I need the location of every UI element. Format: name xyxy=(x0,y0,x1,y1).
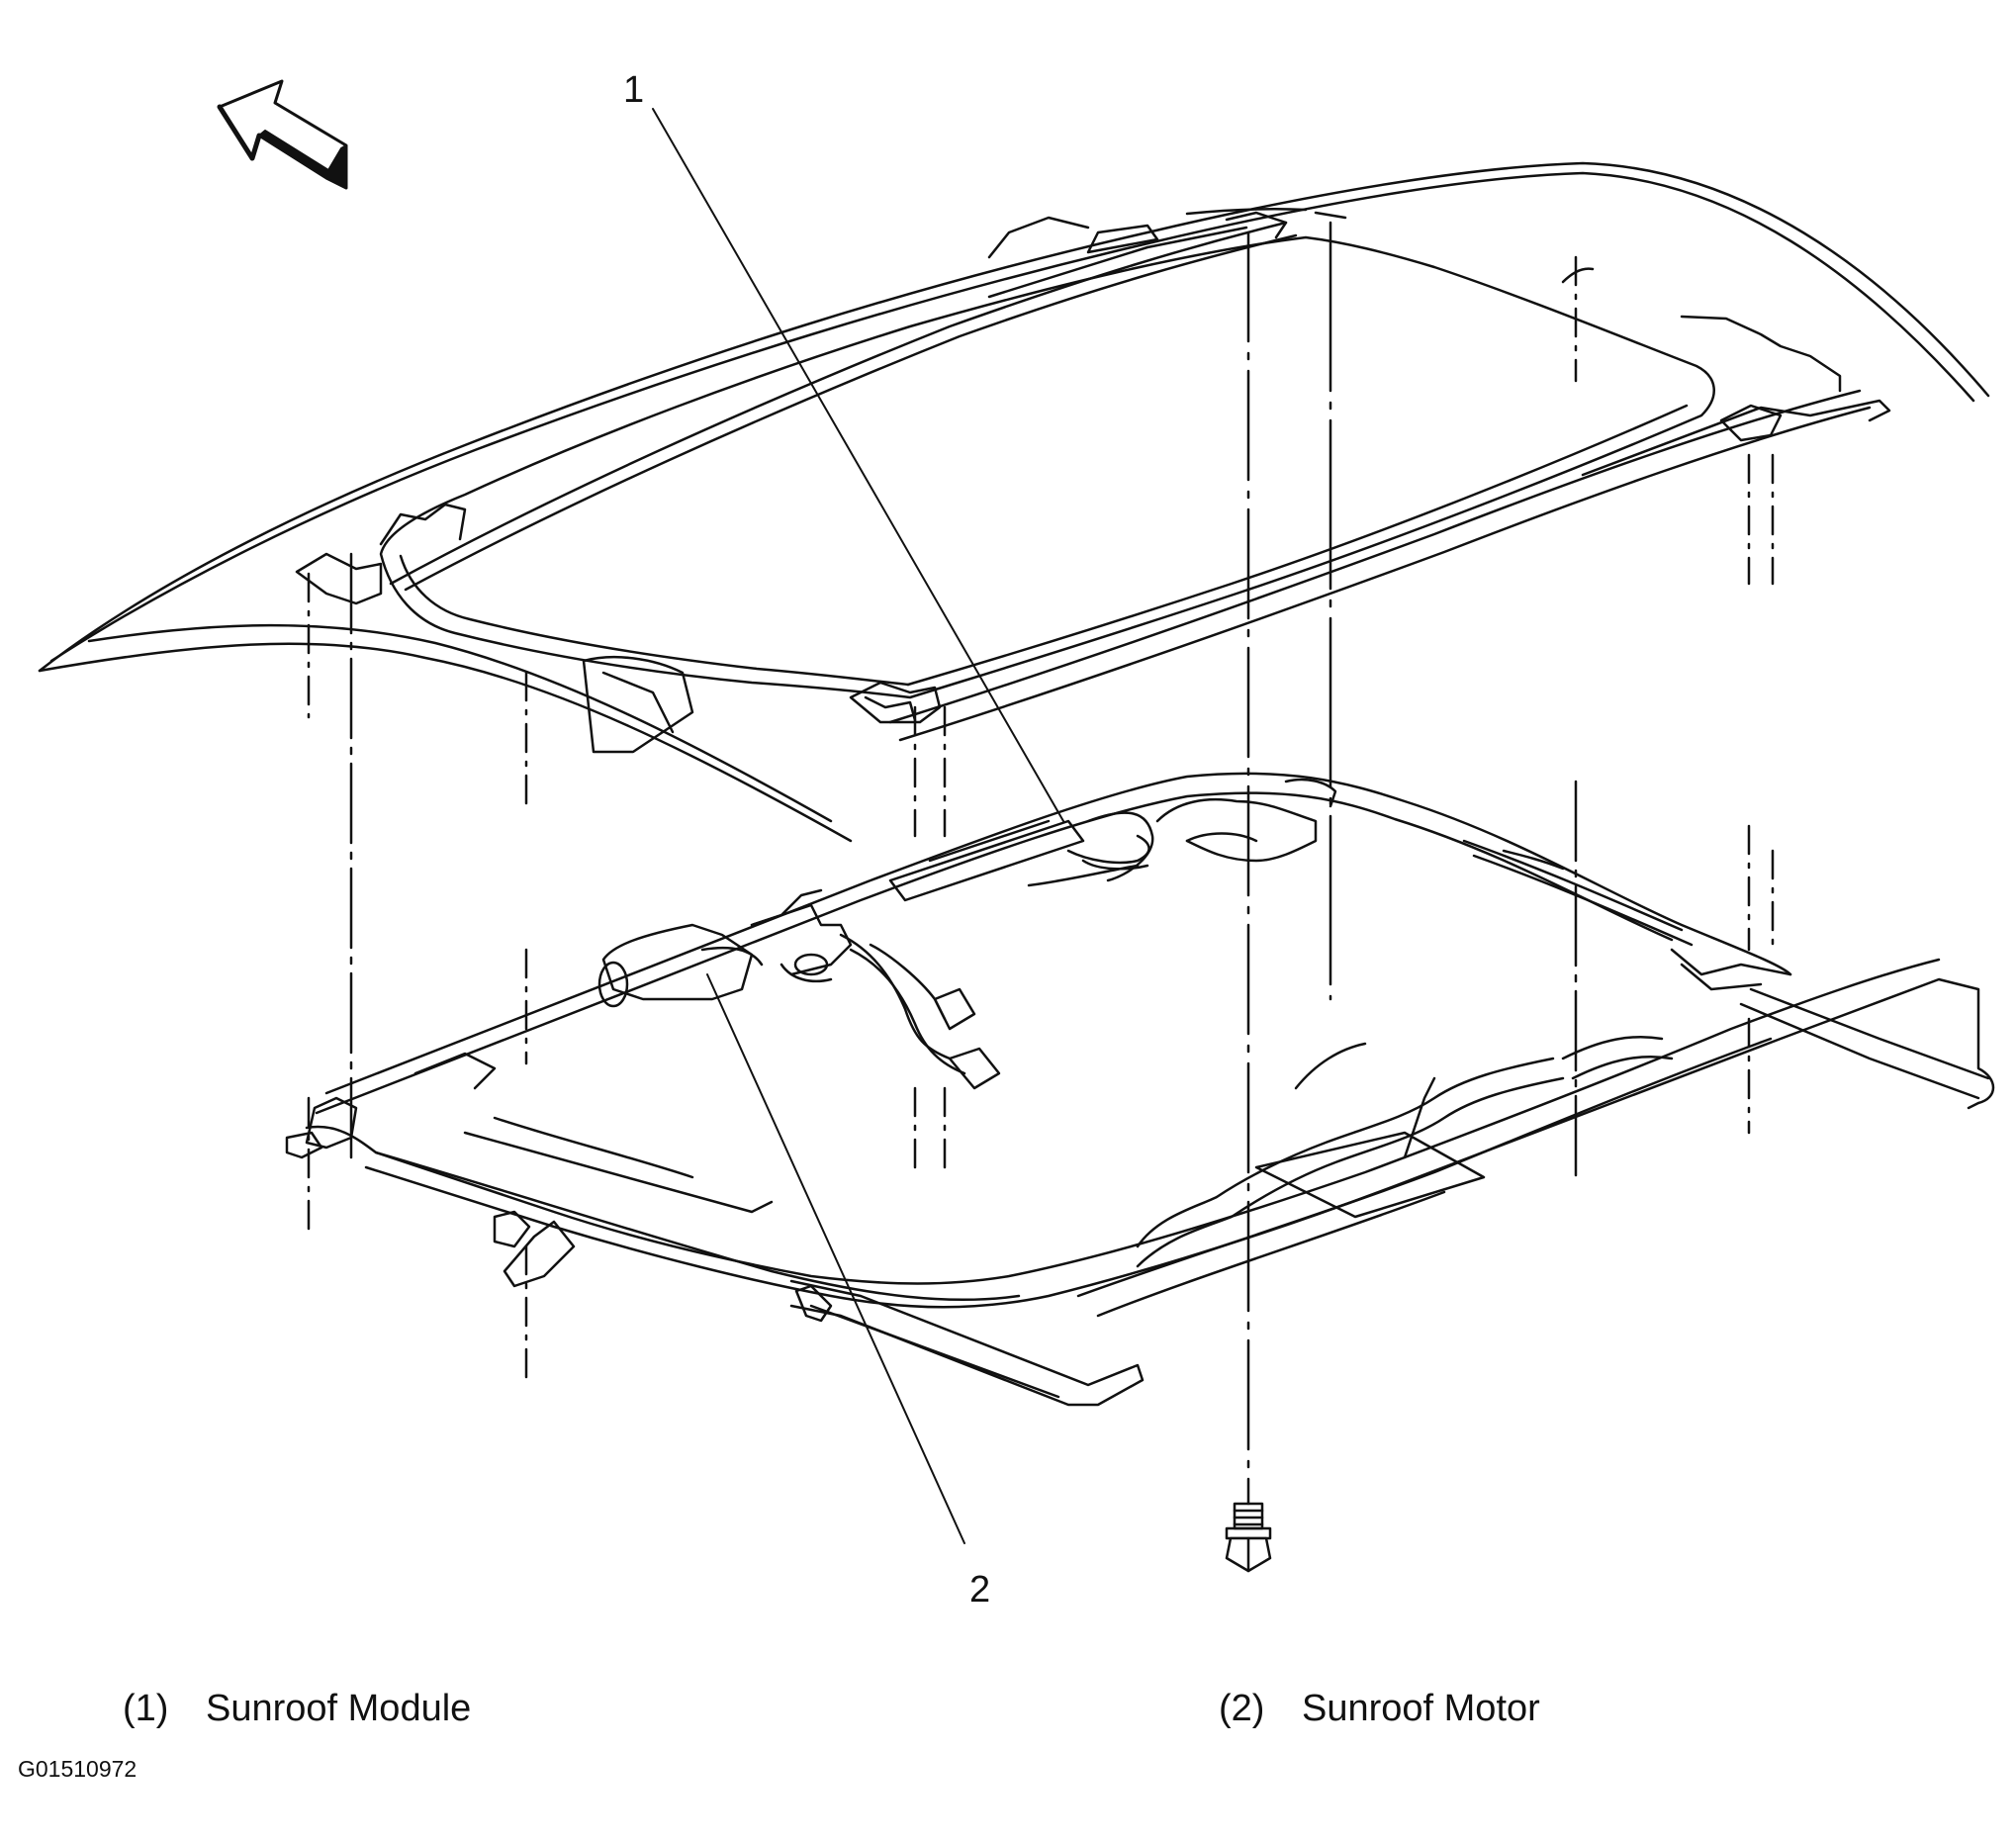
legend-item-sunroof-motor: (2) Sunroof Motor xyxy=(1219,1688,1540,1730)
legend-index: (1) xyxy=(123,1688,169,1729)
figure-id: G01510972 xyxy=(18,1756,137,1782)
alignment-lines xyxy=(307,221,1775,1506)
sunroof-module-frame xyxy=(285,772,1995,1407)
legend-item-sunroof-module: (1) Sunroof Module xyxy=(123,1688,471,1730)
callout-number-1: 1 xyxy=(623,69,645,111)
callout-leaders xyxy=(652,108,1064,1544)
callout-number-2: 2 xyxy=(969,1569,991,1611)
bolt-icon xyxy=(1225,1502,1272,1573)
roof-panel xyxy=(38,161,1990,843)
legend-label: Sunroof Module xyxy=(206,1688,472,1729)
legend-label: Sunroof Motor xyxy=(1302,1688,1540,1729)
legend-index: (2) xyxy=(1219,1688,1265,1729)
direction-arrow-icon xyxy=(217,79,348,190)
